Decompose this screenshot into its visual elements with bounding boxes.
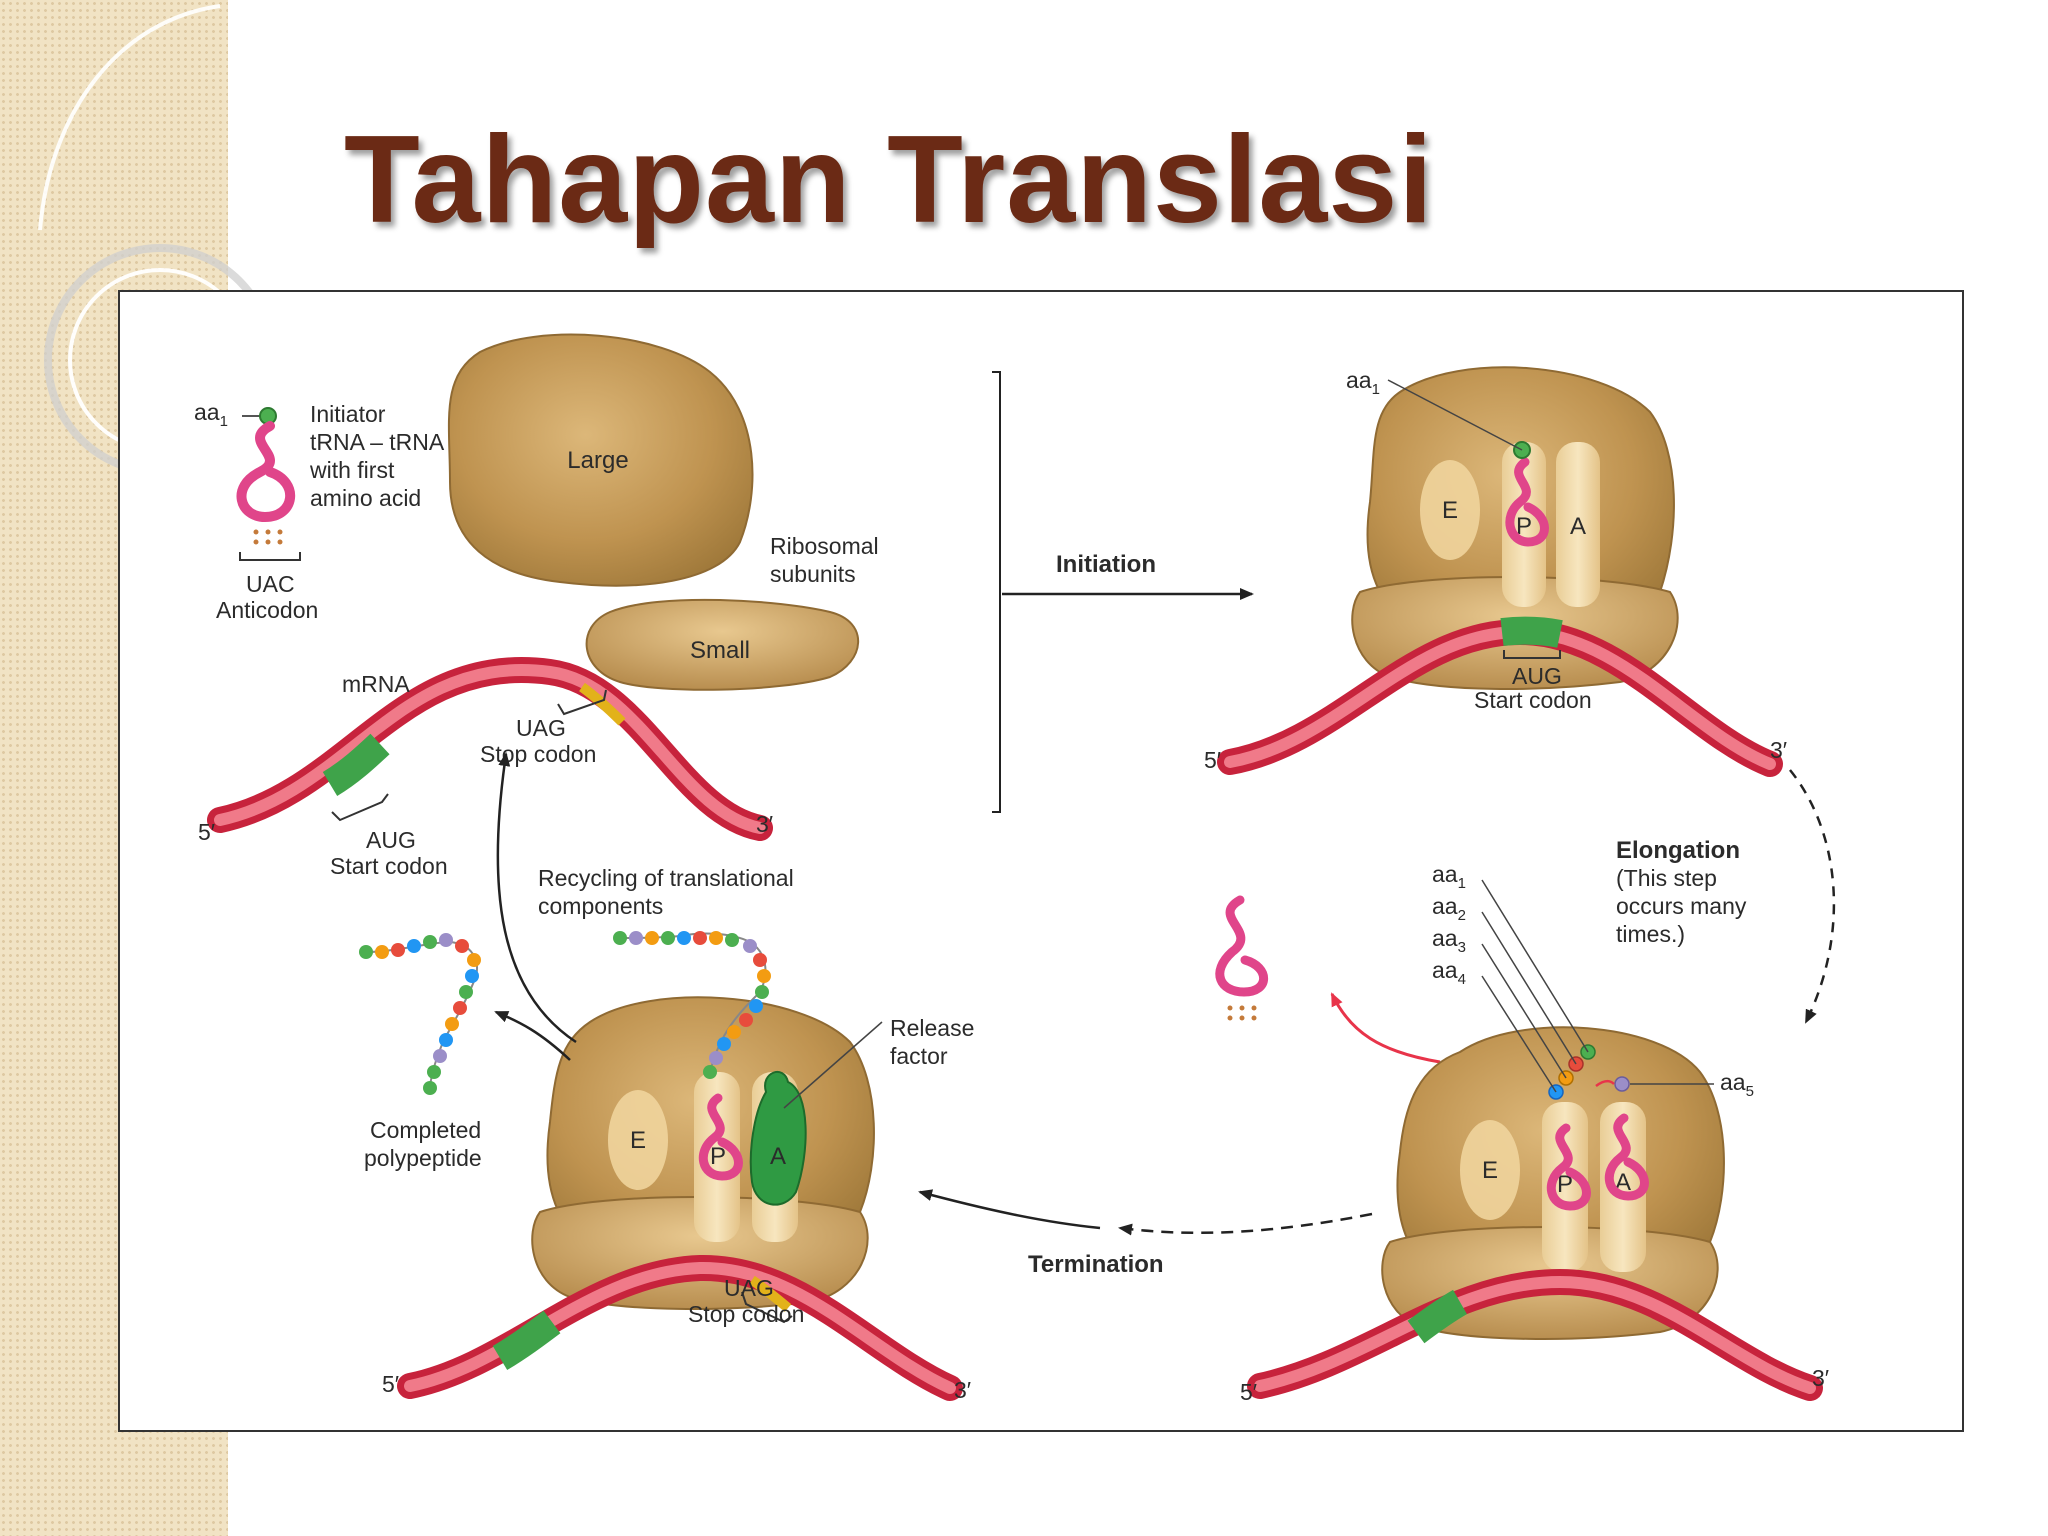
- initiator-aa-label: aa1: [194, 399, 228, 430]
- elongation-ribosome: E P A aa1 aa2 aa3 aa4 aa5 5′ 3′: [1215, 861, 1829, 1405]
- small-subunit-label: Small: [690, 637, 750, 664]
- anticodon-bracket: [239, 552, 301, 561]
- stop-codon-bracket: [557, 689, 607, 716]
- start-codon-label: Start codon: [330, 853, 448, 879]
- term-site-a: A: [770, 1143, 786, 1170]
- elong-site-p: P: [1557, 1171, 1573, 1198]
- termination-ribosome: E P A Release factor UAG Stop codon 5′ 3…: [382, 931, 974, 1403]
- elong-aa-3: aa3: [1432, 925, 1466, 956]
- mrna-five-prime: 5′: [198, 819, 215, 845]
- diagram-frame: aa1 UAC Anticodon Initiator tRNA – tRNA …: [118, 290, 1964, 1432]
- term-site-e: E: [630, 1127, 646, 1154]
- translation-diagram: aa1 UAC Anticodon Initiator tRNA – tRNA …: [194, 333, 1836, 1405]
- term-polypeptide-chain: [613, 931, 771, 1079]
- release-factor-line-1: Release: [890, 1015, 974, 1041]
- elong-three-prime: 3′: [1812, 1365, 1829, 1391]
- free-mrna: mRNA 5′ 3′ AUG Start codon UAG Stop codo…: [198, 657, 773, 879]
- trna-icon: [236, 421, 295, 545]
- elongation-note-1: (This step: [1616, 865, 1717, 891]
- large-subunit-label: Large: [567, 447, 628, 474]
- initiator-trna-group: aa1 UAC Anticodon Initiator tRNA – tRNA …: [194, 399, 445, 623]
- ribosomal-subunits-line-1: Ribosomal: [770, 533, 879, 559]
- release-factor-line-2: factor: [890, 1043, 948, 1069]
- elongation-arrow: [1789, 769, 1836, 1024]
- polypeptide-line-1: Completed: [370, 1117, 481, 1143]
- elongation-note-2: occurs many: [1616, 893, 1747, 919]
- start-codon-sequence: AUG: [366, 827, 416, 853]
- mrna-three-prime: 3′: [756, 811, 773, 837]
- stop-codon-sequence: UAG: [516, 715, 566, 741]
- slide-title: Tahapan Translasi: [344, 111, 1434, 249]
- small-subunit: Small: [585, 598, 860, 691]
- exiting-trna-icon: [1215, 895, 1268, 997]
- term-codon-label: Stop codon: [688, 1301, 804, 1327]
- polypeptide-line-2: polypeptide: [364, 1145, 482, 1171]
- large-subunit: Large: [447, 333, 754, 587]
- recycling-arrow: [496, 752, 577, 1044]
- release-product-arrow: [494, 1010, 571, 1061]
- initiation-label: Initiation: [1056, 551, 1156, 578]
- recycling-line-2: components: [538, 893, 663, 919]
- ribosomal-subunits-line-2: subunits: [770, 561, 856, 587]
- init-site-p: P: [1516, 513, 1532, 540]
- start-codon-bracket: [331, 793, 389, 822]
- init-site-e: E: [1442, 497, 1458, 524]
- init-trna: [1505, 457, 1549, 547]
- elongation-note-3: times.): [1616, 921, 1685, 947]
- term-three-prime: 3′: [954, 1377, 971, 1403]
- completed-polypeptide: Completed polypeptide: [359, 933, 482, 1171]
- initiator-line-1: Initiator: [310, 401, 386, 427]
- termination-arrow-dashed: [1118, 1212, 1373, 1236]
- elong-aa-5: aa5: [1720, 1069, 1754, 1100]
- term-codon-sequence: UAG: [724, 1275, 774, 1301]
- termination-arrow: [918, 1189, 1101, 1230]
- termination-label: Termination: [1028, 1251, 1164, 1278]
- anticodon-label: Anticodon: [216, 597, 318, 623]
- anticodon-sequence: UAC: [246, 571, 295, 597]
- init-codon-label: Start codon: [1474, 687, 1592, 713]
- mrna-label: mRNA: [342, 671, 410, 697]
- elong-site-e: E: [1482, 1157, 1498, 1184]
- elong-aa-1: aa1: [1432, 861, 1466, 892]
- init-five-prime: 5′: [1204, 747, 1221, 773]
- elong-aa-2: aa2: [1432, 893, 1466, 924]
- init-codon-sequence: AUG: [1512, 663, 1562, 689]
- release-factor: [749, 1071, 807, 1206]
- initiator-line-2: tRNA – tRNA: [310, 429, 445, 455]
- init-site-a: A: [1570, 513, 1586, 540]
- init-aa-label: aa1: [1346, 367, 1380, 398]
- initiation-ribosome: E P A aa1 AUG Start codon 5′ 3′: [1204, 366, 1787, 777]
- stop-codon-label: Stop codon: [480, 741, 596, 767]
- initiator-line-3: with first: [309, 457, 395, 483]
- recycling-line-1: Recycling of translational: [538, 865, 794, 891]
- init-three-prime: 3′: [1770, 737, 1787, 763]
- elongation-label: Elongation: [1616, 837, 1740, 864]
- elong-five-prime: 5′: [1240, 1379, 1257, 1405]
- components-bracket: [992, 371, 1001, 813]
- term-site-p: P: [710, 1143, 726, 1170]
- initiator-line-4: amino acid: [310, 485, 421, 511]
- term-five-prime: 5′: [382, 1371, 399, 1397]
- elong-aa-4: aa4: [1432, 957, 1466, 988]
